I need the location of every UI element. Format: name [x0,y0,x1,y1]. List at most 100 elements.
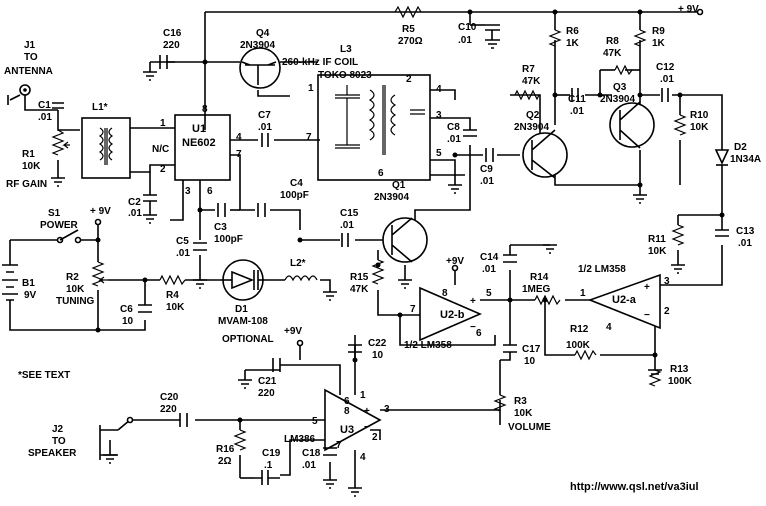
transistor-q2 [522,129,568,179]
capacitor-c12 [661,88,669,102]
label-r1: R1 [22,149,35,160]
capacitor-c19 [255,470,280,485]
label-c14-value: .01 [482,264,496,275]
label-u1: U1 [192,123,206,135]
label-c8-value: .01 [447,134,461,145]
label-r11: R11 [648,234,666,245]
potentiometer-r2 [91,261,108,287]
resistor-r5 [394,5,422,19]
label-j1-to: TO [24,52,38,63]
label-d2-value: 1N34A [730,154,761,165]
label-c11: C11 [568,94,586,105]
label-r15-value: 47K [350,284,369,295]
capacitor-c8 [463,129,477,137]
label-c11-value: .01 [570,106,584,117]
pin-u3-1: 1 [360,390,366,401]
label-u1-value: NE602 [182,137,216,149]
capacitor-c1 [52,102,64,109]
label-d2: D2 [734,142,747,153]
label-d1-value: MVAM-108 [218,316,268,327]
amplifier-u3 [324,388,382,452]
label-q2: Q2 [526,110,540,121]
label-r13-value: 100K [668,376,693,387]
label-r10-value: 10K [690,122,709,133]
label-q4-value: 2N3904 [240,40,275,51]
pin-l3-5: 5 [436,148,442,159]
resistor-r14 [534,294,561,306]
resistor-r1 [51,129,70,156]
label-c1: C1 [38,100,51,111]
label-q4: Q4 [256,28,270,39]
label-c14: C14 [480,252,499,263]
pin-u3-5: 5 [312,416,318,427]
transistor-q1 [382,217,428,263]
resistor-r13 [648,369,662,387]
capacitor-c17 [500,344,517,361]
label-r12-value: 100K [566,340,591,351]
label-power: POWER [40,220,79,231]
speaker-jack-j2 [99,416,134,460]
label-r13: R13 [670,364,689,375]
label-r6: R6 [566,26,579,37]
label-c15: C15 [340,208,359,219]
label-c6-value: 10 [122,316,134,327]
label-q2-value: 2N3904 [514,122,549,133]
label-c1-value: .01 [38,112,52,123]
label-optional: OPTIONAL [222,334,274,345]
label-q1-value: 2N3904 [374,192,409,203]
label-c3: C3 [214,222,227,233]
label-c10: C10 [458,22,477,33]
pin-u2a-plus: + [644,282,650,293]
capacitor-c2 [143,194,157,215]
battery-b1 [2,264,18,301]
pin-u2a-2: 2 [664,306,670,317]
ic-u1 [174,114,231,181]
label-r4-value: 10K [166,302,185,313]
resistor-r4 [159,274,186,286]
label-plus9v-s1: + 9V [90,206,111,217]
label-u2a-part: 1/2 LM358 [578,264,626,275]
capacitor-c9 [485,148,494,162]
label-c13-value: .01 [738,238,752,249]
label-c22: C22 [368,338,387,349]
label-c7-value: .01 [258,122,272,133]
resistor-r8 [614,64,633,76]
pin-u2a-4: 4 [606,322,612,333]
label-c9: C9 [480,164,493,175]
label-q3: Q3 [613,82,627,93]
supply-terminals [94,8,704,347]
label-rf-gain: RF GAIN [6,179,47,190]
pin-u3-4: 4 [360,452,366,463]
label-q1: Q1 [392,180,406,191]
label-j1: J1 [24,40,36,51]
label-u2b: U2-b [440,309,465,321]
label-r14-value: 1MEG [522,284,551,295]
pin-u1-6: 6 [207,186,213,197]
pin-numbers: 8 1 2 3 4 6 7 1 2 3 4 5 6 7 8 7 5 6 + − … [160,74,670,463]
label-l2: L2* [290,258,306,269]
label-c19-value: .1 [264,460,273,471]
capacitor-c14 [503,254,517,263]
pin-u3-plus: + [364,406,370,417]
pin-u2b-6: 6 [476,328,482,339]
label-r5-value: 270Ω [398,36,423,47]
label-s1: S1 [48,208,61,219]
label-c20: C20 [160,392,179,403]
capacitor-c6 [138,304,152,313]
capacitor-c20 [179,413,188,427]
pin-u3-3: 3 [384,404,390,415]
pin-u3-minus: − [364,422,370,433]
resistor-r16 [233,429,247,451]
label-r1-value: 10K [22,161,41,172]
pin-u1-3: 3 [185,186,191,197]
pin-l3-4: 4 [436,84,442,95]
label-r9: R9 [652,26,665,37]
capacitor-c15 [341,233,349,247]
label-c17-value: 10 [524,356,536,367]
label-u3: U3 [340,424,354,436]
label-j1-antenna: ANTENNA [4,66,53,77]
label-b1-value: 9V [24,290,37,301]
label-c12: C12 [656,62,675,73]
junction-dots [95,9,725,423]
capacitor-c16 [150,55,175,69]
